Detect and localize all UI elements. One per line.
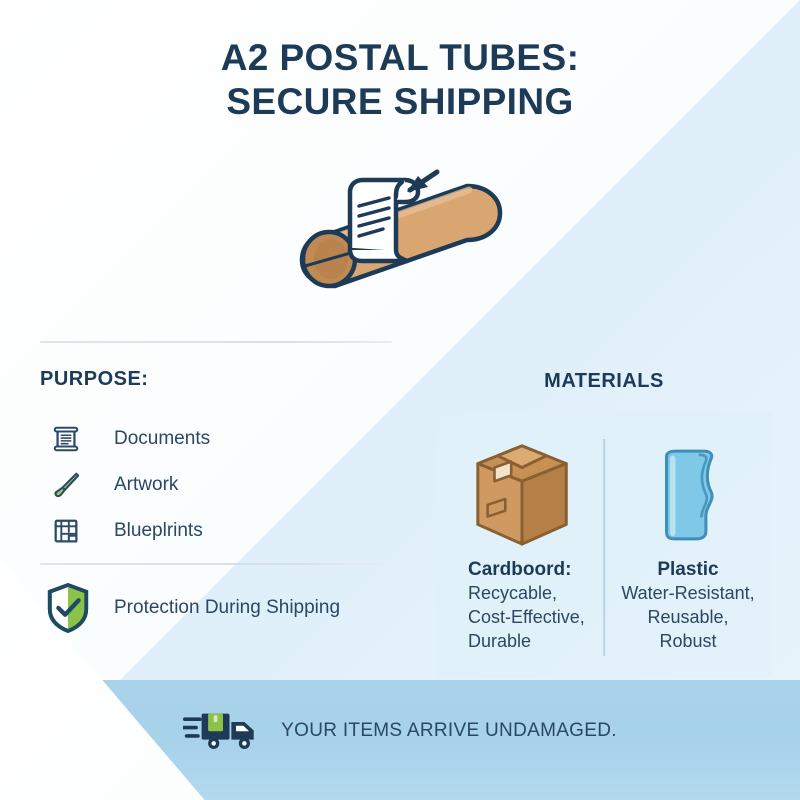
materials-heading: MATERIALS [544,370,664,392]
protection-callout: Protection During Shipping [40,582,380,634]
footer-message: YOUR ITEMS ARRIVE UNDAMAGED. [281,720,617,742]
page-title-line-1: A2 POSTAL TUBES: [220,37,580,78]
materials-column-divider [603,439,605,656]
plastic-tube-icon [618,437,758,553]
divider-below-purpose-list [40,563,392,565]
delivery-truck-icon [181,706,263,756]
list-item: Blueplrints [44,508,384,554]
page-title-line-2: SECURE SHIPPING [226,80,574,122]
footer-callout: YOUR ITEMS ARRIVE UNDAMAGED. [0,706,800,756]
cardboard-box-icon [454,437,590,553]
scroll-document-icon [44,424,88,454]
list-item-label: Blueplrints [114,520,203,541]
list-item: Documents [44,416,384,462]
material-name: Cardboord: [468,559,572,580]
material-properties: Water-Resistant, Reusable, Robust [621,583,755,651]
purpose-list: Documents Artwork [44,416,384,554]
materials-card: Cardboord: Recycable, Cost-Effective, Du… [436,411,772,678]
material-column-plastic: Plastic Water-Resistant, Reusable, Robus… [604,411,772,678]
material-column-cardboard: Cardboord: Recycable, Cost-Effective, Du… [436,411,604,678]
insert-arrow-icon [407,169,440,193]
protection-label: Protection During Shipping [114,597,341,619]
list-item-label: Documents [114,428,211,449]
page-title: A2 POSTAL TUBES: SECURE SHIPPING [0,36,800,123]
shield-check-icon [40,582,96,634]
blueprint-floorplan-icon [44,516,88,546]
postal-tube-with-document-icon [255,140,525,320]
material-properties: Recycable, Cost-Effective, Durable [468,583,585,651]
purpose-heading: PURPOSE: [40,368,149,390]
list-item: Artwork [44,462,384,508]
list-item-label: Artwork [114,474,179,495]
divider-above-purpose [40,341,392,343]
paintbrush-artwork-icon [44,470,88,500]
material-name: Plastic [657,559,719,580]
